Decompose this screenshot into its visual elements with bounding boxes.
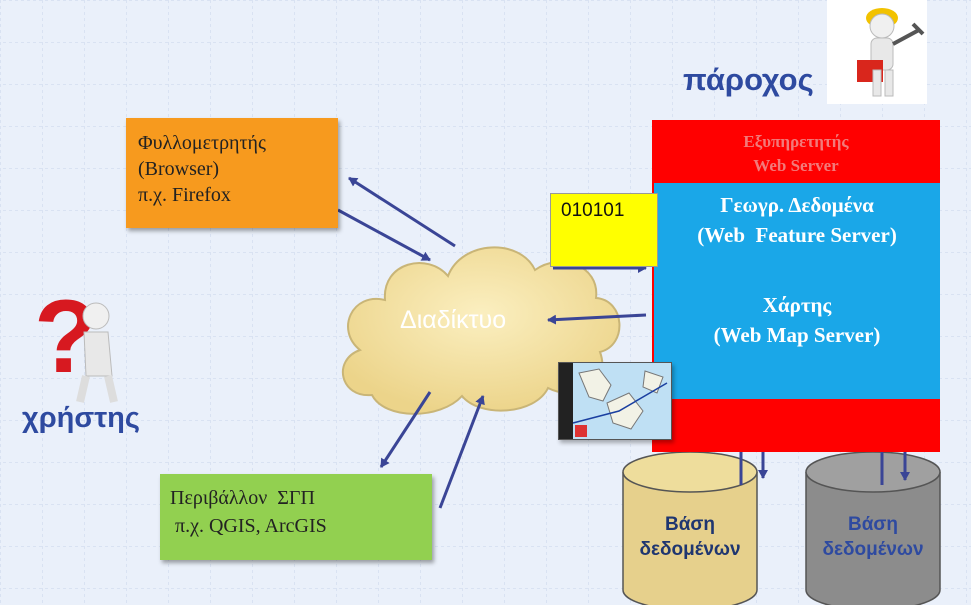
gis-line-1: Περιβάλλον ΣΓΠ	[170, 487, 315, 509]
worker-with-tools-icon	[827, 0, 927, 104]
arrow-internet-to-browser	[348, 176, 456, 248]
wfs-line-2: (Web Feature Server)	[697, 223, 897, 247]
gis-environment-box: Περιβάλλον ΣΓΠ π.χ. QGIS, ArcGIS	[160, 474, 432, 560]
database-2-line-2: δεδομένων	[822, 539, 924, 560]
database-1-line-1: Βάση	[664, 514, 715, 535]
browser-line-3: π.χ. Firefox	[138, 184, 231, 206]
confused-person-question-mark-icon: ?	[28, 276, 128, 404]
map-screenshot-icon	[558, 362, 672, 440]
gis-line-2: π.χ. QGIS, ArcGIS	[170, 515, 327, 537]
server-header: Εξυπηρετητής Web Server	[652, 130, 940, 178]
browser-line-2: (Browser)	[138, 158, 220, 180]
arrow-server-to-internet	[547, 313, 647, 325]
data-packet-text: 010101	[561, 200, 625, 221]
wms-line-2: (Web Map Server)	[713, 323, 881, 347]
arrow-gis-to-internet	[438, 395, 485, 509]
data-packet-note: 010101	[550, 193, 658, 267]
wms-line-1: Χάρτης	[762, 293, 832, 317]
browser-box: Φυλλομετρητής (Browser) π.χ. Firefox	[126, 118, 338, 228]
server-header-line-1: Εξυπηρετητής	[743, 132, 849, 151]
wfs-label: Γεωγρ. Δεδομένα (Web Feature Server)	[654, 190, 940, 250]
database-2-line-1: Βάση	[847, 514, 898, 535]
server-services-panel	[654, 183, 940, 399]
user-label: χρήστης	[22, 402, 140, 434]
database-cylinder-2	[805, 451, 941, 605]
database-1-label: Βάση δεδομένων	[623, 512, 757, 562]
wfs-line-1: Γεωγρ. Δεδομένα	[720, 193, 874, 217]
database-1-line-2: δεδομένων	[639, 539, 741, 560]
provider-label: πάροχος	[683, 62, 814, 97]
internet-label: Διαδίκτυο	[400, 306, 507, 334]
database-cylinder-1	[622, 451, 758, 605]
browser-line-1: Φυλλομετρητής	[138, 132, 266, 154]
arrow-internet-to-gis	[379, 391, 432, 468]
server-header-line-2: Web Server	[753, 156, 839, 175]
wms-label: Χάρτης (Web Map Server)	[654, 290, 940, 350]
arrow-browser-to-internet	[337, 208, 431, 262]
database-2-label: Βάση δεδομένων	[806, 512, 940, 562]
